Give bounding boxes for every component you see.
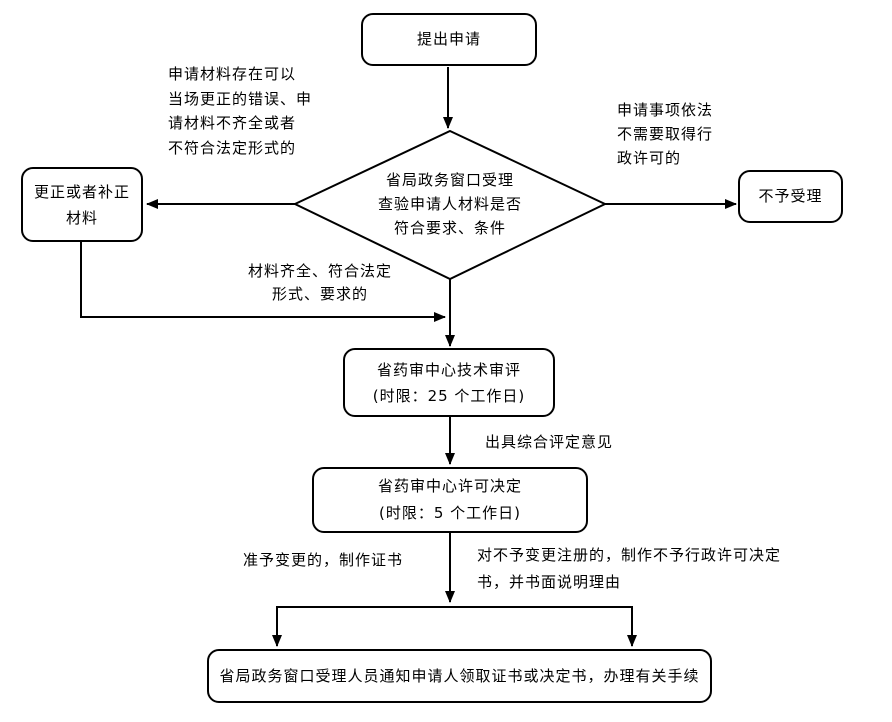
decision-label-line1: 省局政务窗口受理 [385, 171, 514, 189]
node-notify-applicant: 省局政务窗口受理人员通知申请人领取证书或决定书，办理有关手续 [207, 649, 712, 703]
edge-label-evaluation-opinion: 出具综合评定意见 [485, 430, 613, 454]
tech-label-line1: 省药审中心技术审评 [376, 360, 521, 379]
edge-label-approved-certificate: 准予变更的，制作证书 [243, 548, 403, 572]
node-submit-application-label: 提出申请 [416, 30, 481, 48]
correctable-line4: 不符合法定形式的 [168, 138, 297, 157]
node-window-acceptance-check: 省局政务窗口受理 查验申请人材料是否 符合要求、条件 [340, 163, 560, 245]
edge-label-materials-complete: 材料齐全、符合法定 形式、要求的 [240, 260, 400, 306]
tech-label-line2: (时限：25 个工作日) [372, 386, 526, 405]
correctable-line1: 申请材料存在可以 [168, 65, 297, 83]
correctable-line2: 当场更正的错误、申 [168, 89, 313, 108]
edge-correct-return [80, 242, 446, 322]
materials-ok-line2: 形式、要求的 [271, 285, 368, 303]
no-license-line1: 申请事项依法 [617, 101, 714, 119]
rejected-line2: 书，并书面说明理由 [477, 573, 622, 591]
no-license-line3: 政许可的 [617, 149, 682, 167]
correct-label-line2: 材料 [65, 208, 98, 227]
node-submit-application: 提出申请 [361, 13, 537, 66]
reject-label: 不予受理 [758, 187, 823, 205]
approved-line1: 准予变更的，制作证书 [243, 551, 404, 569]
rejected-line1: 对不予变更注册的，制作不予行政许可决定 [477, 546, 782, 564]
no-license-line2: 不需要取得行 [617, 125, 714, 143]
decision-label-line2: 查验申请人材料是否 [377, 195, 522, 213]
decision-label-line3: 符合要求、条件 [393, 219, 506, 237]
correctable-line3: 请材料不齐全或者 [168, 114, 297, 132]
correct-label-line1: 更正或者补正 [33, 182, 130, 201]
node-license-decision: 省药审中心许可决定 (时限：5 个工作日) [312, 467, 588, 533]
node-technical-review: 省药审中心技术审评 (时限：25 个工作日) [343, 348, 555, 417]
node-not-accepted: 不予受理 [738, 170, 843, 223]
license-label-line2: (时限：5 个工作日) [378, 504, 522, 522]
node-correct-supplement-materials: 更正或者补正 材料 [21, 167, 143, 242]
edge-label-correctable-errors: 申请材料存在可以 当场更正的错误、申 请材料不齐全或者 不符合法定形式的 [168, 62, 312, 160]
notify-label: 省局政务窗口受理人员通知申请人领取证书或决定书，办理有关手续 [219, 666, 700, 685]
evaluation-line1: 出具综合评定意见 [485, 433, 614, 451]
materials-ok-line1: 材料齐全、符合法定 [247, 262, 392, 280]
edge-label-no-license-needed: 申请事项依法 不需要取得行 政许可的 [617, 98, 713, 170]
edge-label-rejected-decision: 对不予变更注册的，制作不予行政许可决定 书，并书面说明理由 [477, 542, 781, 596]
license-label-line1: 省药审中心许可决定 [377, 477, 522, 495]
